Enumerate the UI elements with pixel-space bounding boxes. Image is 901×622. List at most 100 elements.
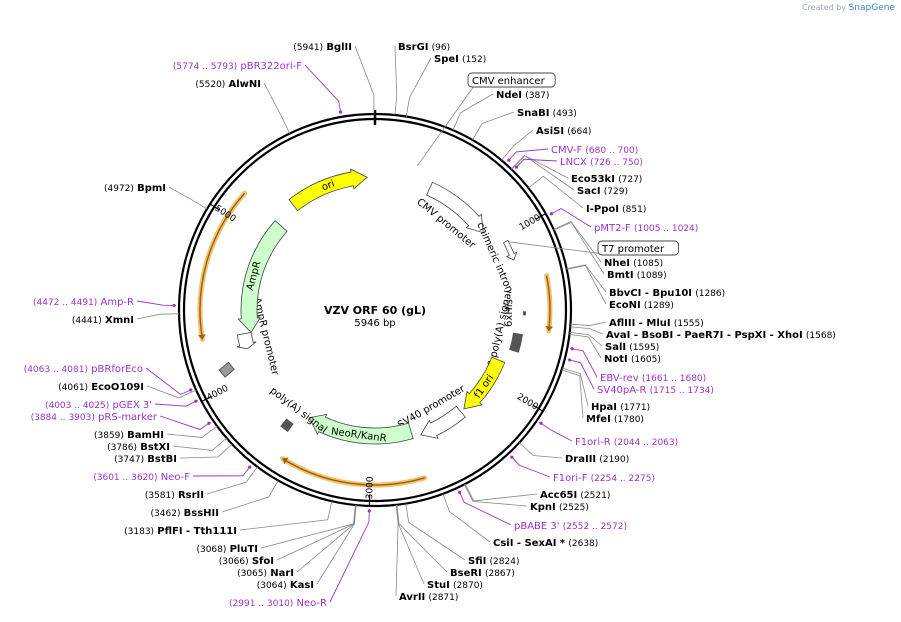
site-spei-name: SpeI [434, 54, 459, 65]
primer-pgex-3-name: pGEX 3' [112, 400, 152, 411]
site-acc65i-leader [464, 483, 538, 502]
primer-f1ori-r: F1ori-R (2044 .. 2063) [575, 437, 678, 448]
site-econi-leader [566, 265, 607, 305]
site-ndei-name: NdeI [496, 90, 522, 101]
sv40-poly-a-signal-feature [509, 332, 524, 353]
primer-neo-r: (2991 .. 3010) Neo-R [229, 598, 327, 609]
site-stui-name: StuI [427, 580, 450, 591]
site-stui-position: (2870) [453, 581, 483, 591]
primer-pbrforeco-mark [189, 388, 193, 392]
site-pflfi-tth111i-position: (3183) [124, 527, 154, 537]
site-nhei: NheI (1085) [604, 258, 663, 269]
site-snabi: SnaBI (493) [517, 108, 577, 119]
site-avai-bsobi-paer7i-pspxi-xhoi-name: AvaI - BsoBI - PaeR7I - PspXI - XhoI [606, 330, 803, 341]
poly-a-signal-label: poly(A) signal [268, 385, 329, 435]
primer-lncx: LNCX (726 .. 750) [560, 157, 643, 168]
primer-pgex-3: (4003 .. 4025) pGEX 3' [45, 400, 152, 411]
site-eco53ki-name: Eco53kI [571, 174, 615, 185]
site-xmni: (4441) XmnI [72, 315, 134, 326]
site-asisi-position: (664) [567, 127, 591, 137]
site-spei-position: (152) [462, 55, 486, 65]
site-mfei-position: (1780) [614, 415, 644, 425]
primer-f1ori-r-mark [539, 421, 543, 425]
site-alwni-position: (5520) [195, 80, 225, 90]
site-bseri-name: BseRI [450, 568, 482, 579]
snapgene-logo: SnapGene [848, 3, 895, 13]
site-sfii: SfiI (2824) [468, 556, 519, 567]
primer-prs-marker-name: pRS-marker [98, 412, 158, 423]
site-sfoi-leader [276, 505, 357, 561]
site-saci-name: SacI [577, 186, 601, 197]
site-noti-name: NotI [604, 354, 628, 365]
site-sfii-leader [405, 503, 466, 561]
primer-f1ori-f-name: F1ori-F [553, 473, 588, 484]
site-avai-bsobi-paer7i-pspxi-xhoi-position: (1568) [806, 331, 836, 341]
site-sali: SalI (1595) [605, 342, 659, 353]
site-bsrgi-name: BsrGI [398, 42, 428, 53]
site-pluti-leader [260, 504, 356, 549]
site-draiii-name: DraIII [565, 454, 596, 465]
site-csii-sexai-name: CsiI - SexAI * [493, 538, 566, 549]
primer-amp-r-name: Amp-R [101, 297, 135, 308]
primer-pbr322ori-f: (5774 .. 5793) pBR322ori-F [173, 61, 302, 72]
primer-pgex-3-position: (4003 .. 4025) [45, 401, 109, 411]
site-saci-position: (729) [604, 187, 628, 197]
site-bbvci-bpu10i-position: (1286) [695, 289, 725, 299]
primer-pmt2-f-mark [549, 212, 554, 216]
site-ecoo109i-position: (4061) [58, 383, 88, 393]
primer-f1ori-r-position: (2044 .. 2063) [614, 438, 678, 448]
site-bsshii-position: (3462) [151, 509, 181, 519]
site-nari-name: NarI [270, 568, 294, 579]
site-sfii-name: SfiI [468, 556, 486, 567]
site-kpni-leader [464, 484, 528, 507]
site-bbvci-bpu10i: BbvCI - Bpu10I (1286) [609, 288, 725, 299]
site-bmti-leader [553, 221, 605, 275]
site-kpni-name: KpnI [530, 502, 556, 513]
primer-pbrforeco-name: pBRforEco [91, 364, 143, 375]
site-pflfi-tth111i-leader [239, 501, 333, 531]
site-ndei-leader [452, 93, 494, 131]
site-bsshii: (3462) BssHII [151, 508, 219, 519]
primer-prs-marker-position: (3884 .. 3903) [31, 413, 95, 423]
chimeric-intron-feature [502, 239, 518, 261]
ori-feature [288, 168, 368, 212]
site-ndei-position: (387) [525, 91, 549, 101]
site-bmti-name: BmtI [607, 270, 634, 281]
site-acc65i: Acc65I (2521) [540, 490, 610, 501]
site-rsrii-name: RsrII [178, 490, 204, 501]
site-sfoi-name: SfoI [252, 556, 274, 567]
site-pluti-position: (3068) [196, 545, 226, 555]
site-bmti: BmtI (1089) [607, 270, 667, 281]
site-bsrgi-leader [394, 45, 398, 116]
primer-pbabe-3-name: pBABE 3' [514, 521, 560, 532]
ori-label: ori [320, 179, 336, 194]
site-bsshii-leader [221, 480, 279, 513]
site-i-ppoi-leader [528, 175, 584, 209]
site-snabi-name: SnaBI [517, 108, 549, 119]
site-rsrii-position: (3581) [145, 491, 175, 501]
boxed-t7-promoter-leader [508, 241, 605, 255]
site-nari: (3065) NarI [237, 568, 294, 579]
site-mfei: MfeI (1780) [586, 414, 644, 425]
sv40-promoter-feature [420, 405, 466, 439]
orf-2 [282, 458, 425, 486]
orf-3 [199, 192, 246, 340]
site-kasi-name: KasI [290, 580, 314, 591]
neor-kanr-feature [308, 413, 414, 445]
primer-amp-r: (4472 .. 4491) Amp-R [33, 297, 134, 308]
primer-prs-marker-leader [159, 415, 211, 430]
site-ndei: NdeI (387) [496, 90, 549, 101]
tick-label-3000: 3000 [365, 476, 376, 499]
primer-cmv-f-leader [507, 148, 549, 162]
site-ecoo109i-leader [146, 385, 197, 399]
watermark-prefix: Created by [802, 3, 847, 12]
site-eco53ki-leader [510, 154, 569, 179]
site-kasi: (3064) KasI [257, 580, 314, 591]
site-bpmi: (4972) BpmI [104, 183, 166, 194]
site-bbvci-bpu10i-name: BbvCI - Bpu10I [609, 288, 692, 299]
site-asisi-leader [501, 129, 534, 161]
site-nhei-leader [553, 220, 602, 263]
site-pluti-name: PluTI [230, 544, 258, 555]
site-csii-sexai-position: (2638) [568, 539, 598, 549]
site-bstbi: (3747) BstBI [114, 454, 177, 465]
